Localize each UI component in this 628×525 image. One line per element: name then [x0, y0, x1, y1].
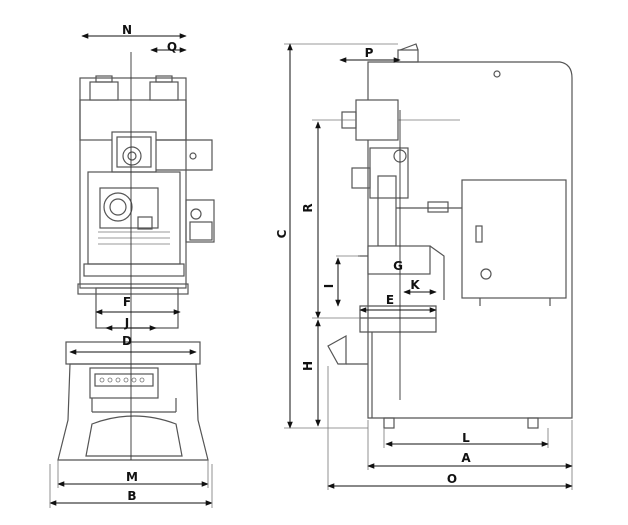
side-foot-pedal: [327, 334, 347, 365]
label-l: L: [462, 431, 470, 445]
front-bolster: [65, 341, 201, 365]
front-motor-wheel: [103, 192, 133, 222]
side-flywheel: [355, 99, 399, 141]
front-pulley-right: [149, 81, 179, 101]
front-dimensions: N Q F J D M B: [49, 23, 213, 508]
label-n: N: [122, 23, 132, 37]
side-dimensions: P C R G K E I H L A O: [275, 43, 573, 490]
side-bolster: [359, 305, 437, 333]
front-switch-panel: [89, 367, 159, 399]
label-b: B: [127, 489, 136, 503]
label-r: R: [301, 203, 315, 212]
front-frame: [79, 77, 187, 289]
label-j: J: [124, 316, 129, 330]
label-d: D: [122, 334, 132, 348]
front-crank-wheel: [122, 146, 142, 166]
label-m: M: [126, 470, 138, 484]
label-h: H: [301, 361, 315, 371]
side-view: [327, 43, 573, 429]
label-o: O: [447, 472, 457, 486]
side-crank: [369, 147, 409, 199]
label-k: K: [410, 278, 420, 292]
side-frame: [367, 61, 573, 419]
front-motor: [99, 187, 159, 229]
label-i: I: [322, 284, 336, 288]
front-control-panel: [185, 199, 215, 243]
label-q: Q: [167, 40, 177, 54]
label-f: F: [123, 295, 131, 309]
label-p: P: [365, 46, 374, 60]
front-view: [57, 52, 215, 461]
front-pulley-left: [89, 81, 119, 101]
label-c: C: [275, 229, 289, 238]
side-slide: [367, 245, 431, 275]
front-base-opening: [85, 415, 183, 457]
side-electrical-box: [461, 179, 567, 299]
label-e: E: [386, 293, 394, 307]
label-a: A: [461, 451, 471, 465]
label-g: G: [393, 259, 403, 273]
